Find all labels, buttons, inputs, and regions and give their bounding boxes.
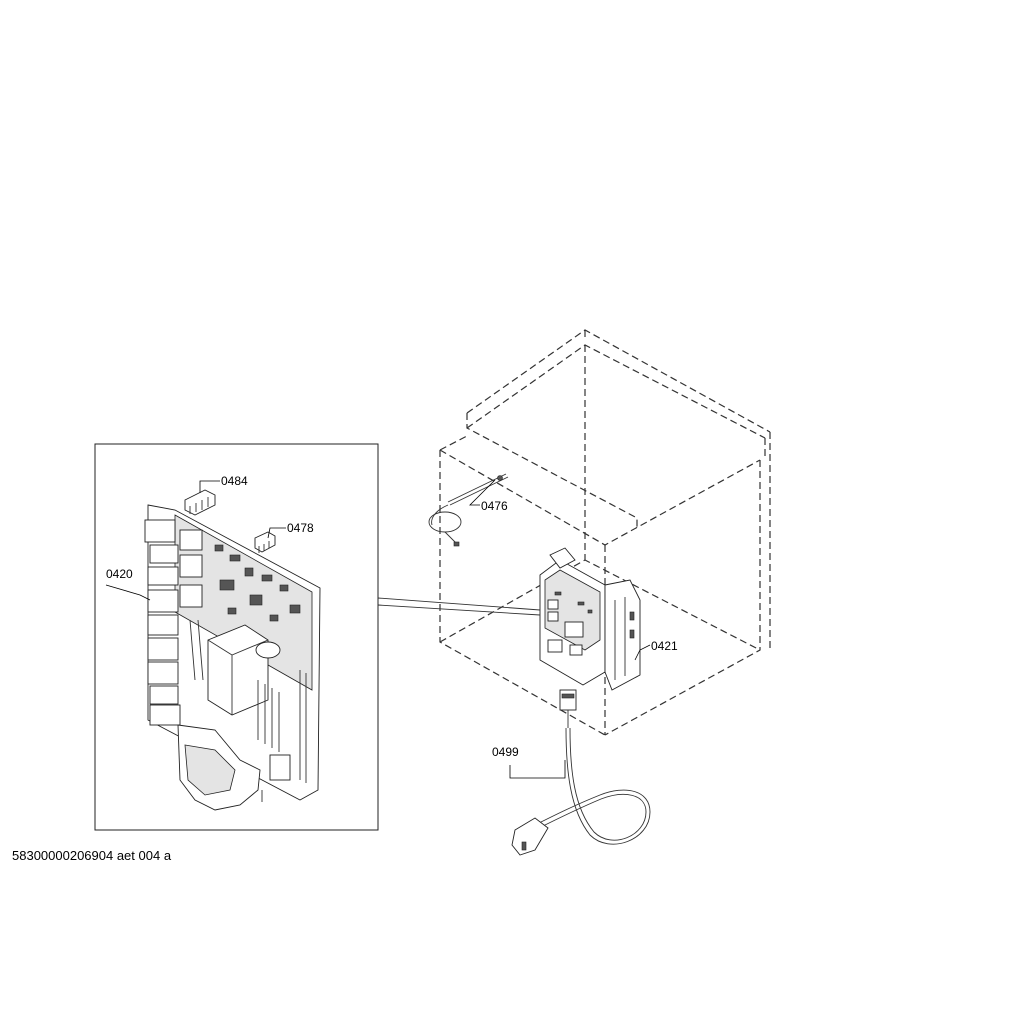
callout-leader-lines (105, 479, 651, 779)
connector-0478-part (254, 531, 276, 553)
detail-projection-lines (377, 597, 541, 616)
document-id: 58300000206904 aet 004 a (12, 848, 172, 863)
detail-view-frame (94, 443, 379, 831)
temperature-sensor-part (428, 473, 509, 547)
mains-cable-part (511, 689, 651, 856)
callout-label-0484: 0484 (221, 474, 248, 488)
electronic-module-installed (539, 547, 641, 691)
callout-label-0478: 0478 (287, 521, 314, 535)
callout-label-0476: 0476 (481, 499, 508, 513)
connector-0484-part (184, 489, 216, 516)
callout-label-0420: 0420 (106, 567, 133, 581)
callout-label-0499: 0499 (492, 745, 519, 759)
callout-label-0421: 0421 (651, 639, 678, 653)
circuit-board-detail (144, 504, 321, 811)
appliance-housing-outline (439, 329, 771, 736)
